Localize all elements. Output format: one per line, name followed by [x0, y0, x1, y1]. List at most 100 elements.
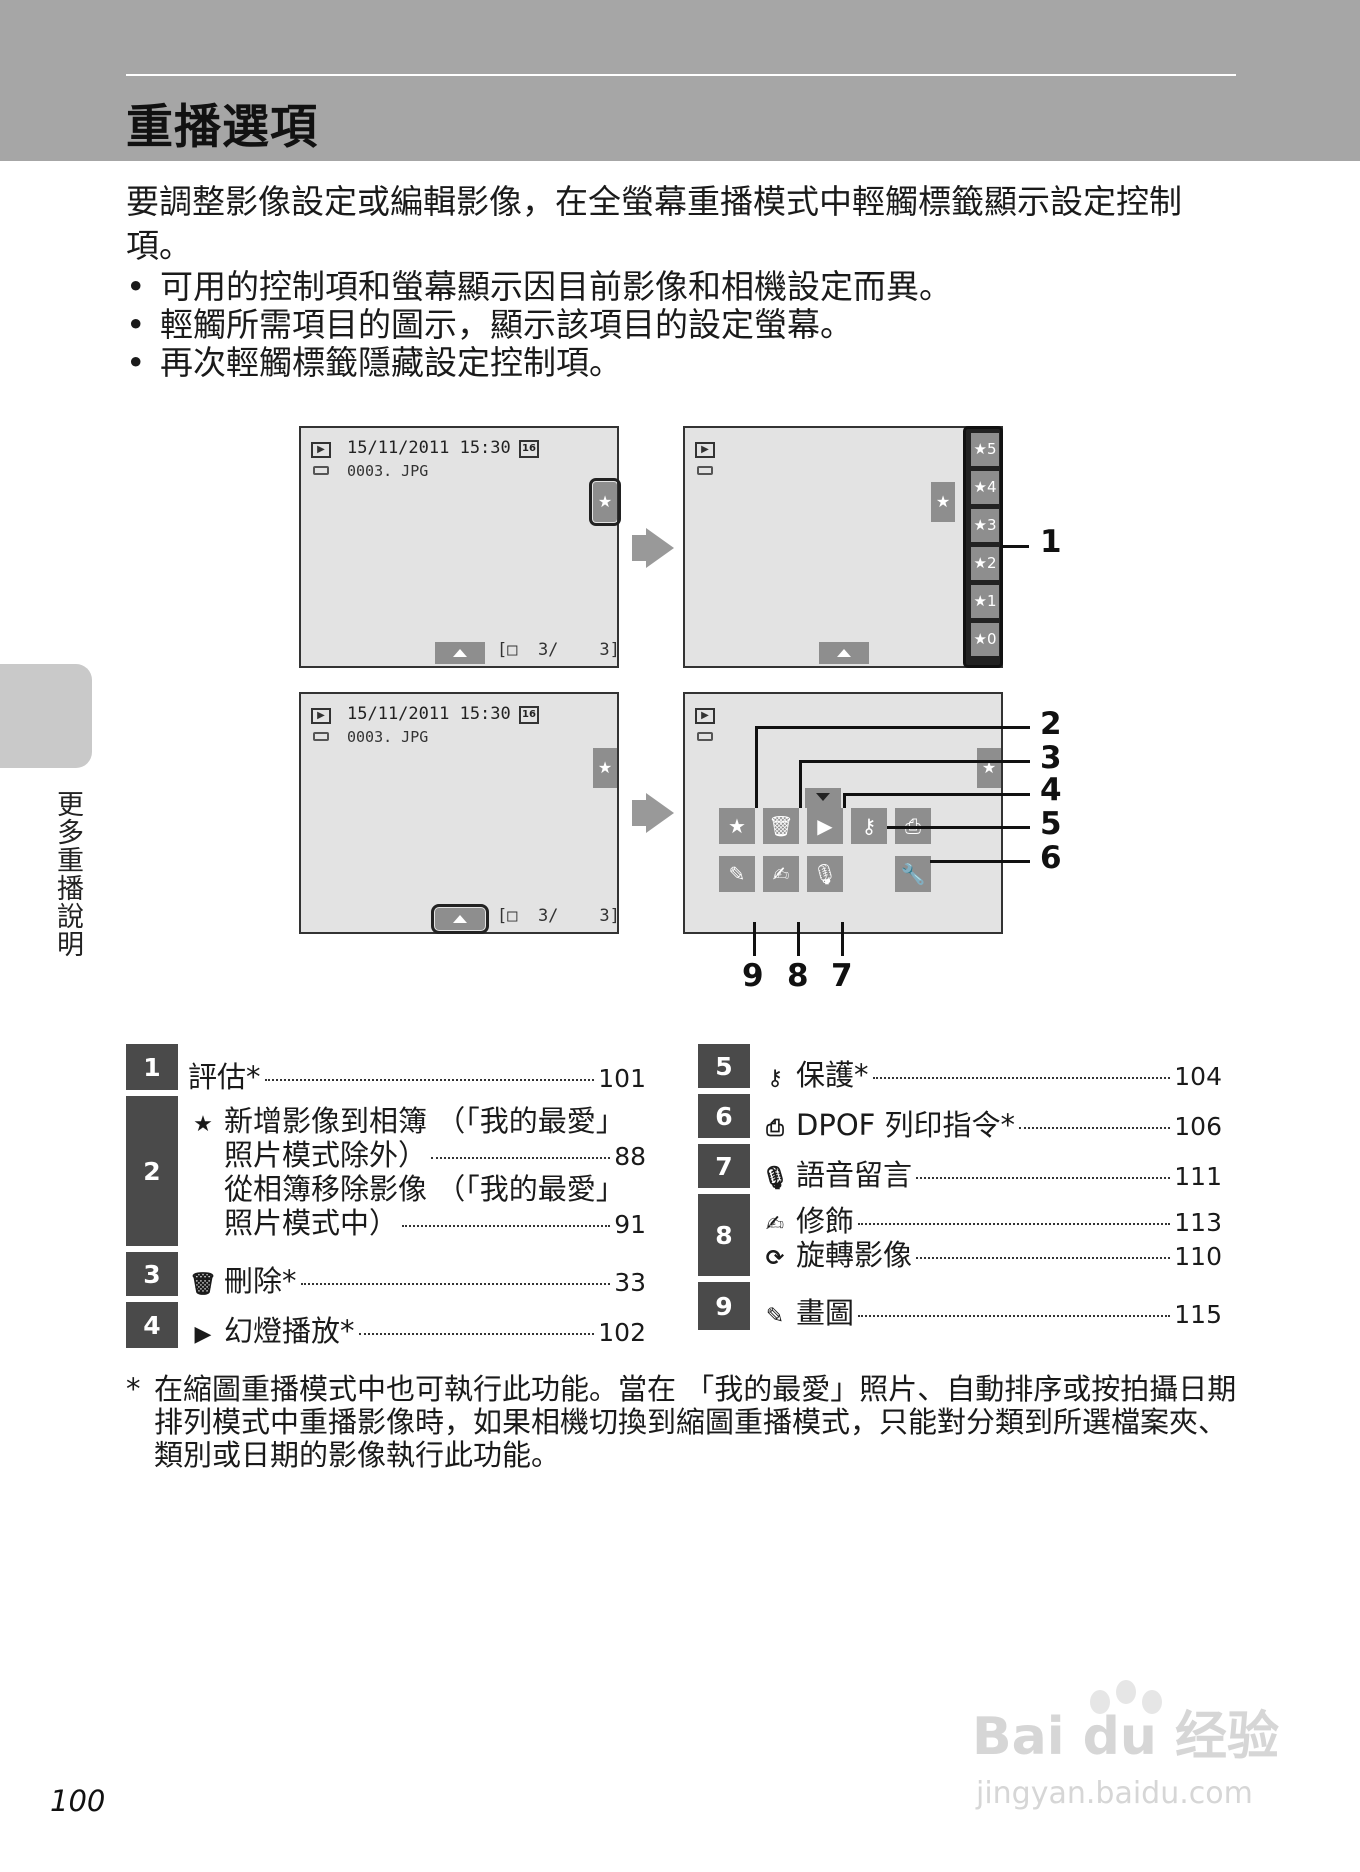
legend-line: 評估* 101	[188, 1054, 646, 1096]
legend-line: ✎ 畫圖 115	[760, 1290, 1222, 1332]
key-icon: ⚷	[766, 1066, 784, 1091]
rating-1-button[interactable]: ★1	[971, 585, 999, 618]
leader-dots	[300, 1283, 611, 1285]
mic-icon[interactable]: 🎙	[807, 856, 843, 892]
bullet-list: 可用的控制項和螢幕顯示因目前影像和相機設定而異。 輕觸所需項目的圖示，顯示該項目…	[126, 268, 1236, 383]
rating-5-button[interactable]: ★5	[971, 433, 999, 466]
slideshow-icon[interactable]: ▶	[807, 808, 843, 844]
leader-dots	[431, 1157, 611, 1159]
bullet-item: 可用的控制項和螢幕顯示因目前影像和相機設定而異。	[126, 268, 1236, 307]
callout-line	[887, 826, 1030, 829]
callout-number: 7	[831, 958, 853, 994]
callout-number: 3	[1040, 740, 1062, 776]
page-title: 重播選項	[126, 100, 318, 155]
camera-screen-fullframe-2: ▶ 15/11/2011 15:30 16 0003. JPG ★ [□ 3/ …	[299, 692, 620, 934]
header-rule	[126, 74, 1236, 76]
callout-line	[753, 922, 756, 956]
legend-row: 6 ⎙ DPOF 列印指令* 106	[698, 1094, 1222, 1142]
album-icon[interactable]: ★	[719, 808, 755, 844]
battery-icon	[697, 466, 713, 475]
legend-text: 旋轉影像	[796, 1238, 913, 1272]
rating-tab-button[interactable]: ★	[593, 748, 617, 788]
leader-dots	[402, 1225, 611, 1227]
legend-line: ▶ 幻燈播放* 102	[188, 1308, 646, 1350]
mic-icon: 🎙	[761, 1166, 789, 1191]
legend-line: ⎙ DPOF 列印指令* 106	[760, 1102, 1222, 1144]
battery-icon	[313, 732, 329, 741]
trash-icon: 🗑	[189, 1272, 217, 1297]
right-arrow-icon	[646, 528, 674, 568]
rating-0-button[interactable]: ★0	[971, 623, 999, 656]
image-size-icon: 16	[519, 706, 539, 724]
page-ref: 106	[1174, 1112, 1222, 1141]
control-tab-up-button[interactable]	[431, 904, 489, 934]
section-side-tab	[0, 664, 92, 768]
retouch-icon[interactable]: ✍	[763, 856, 799, 892]
leader-dots	[872, 1077, 1171, 1079]
legend-row: 7 🎙 語音留言 111	[698, 1144, 1222, 1192]
rating-tab-button[interactable]: ★	[589, 478, 621, 526]
page-ref: 104	[1174, 1062, 1222, 1091]
legend-row: 3 🗑 刪除* 33	[126, 1252, 646, 1298]
legend-text: 從相簿移除影像 （「我的最愛」	[224, 1172, 625, 1206]
legend-text: 照片模式除外）	[224, 1138, 428, 1172]
leader-dots	[264, 1079, 595, 1081]
paw-icon	[1090, 1690, 1110, 1714]
legend-text: 修飾	[796, 1204, 855, 1238]
baidu-watermark: Bai du 经验 jingyan.baidu.com	[972, 1680, 1292, 1820]
rating-tab-button[interactable]: ★	[931, 482, 955, 522]
callout-number: 2	[1040, 706, 1062, 742]
screen-date: 15/11/2011 15:30	[347, 438, 511, 458]
callout-number: 5	[1040, 806, 1062, 842]
battery-icon	[697, 732, 713, 741]
wrench-icon[interactable]: 🔧	[895, 856, 931, 892]
album-icon: ★	[193, 1112, 213, 1137]
rating-3-button[interactable]: ★3	[971, 509, 999, 542]
legend-number: 7	[698, 1144, 750, 1188]
legend-line: ⚷ 保護* 104	[760, 1052, 1222, 1094]
callout-number: 1	[1040, 524, 1062, 560]
rating-4-button[interactable]: ★4	[971, 471, 999, 504]
callout-line	[930, 860, 1030, 863]
rating-tab-button[interactable]: ★	[977, 748, 1001, 788]
callout-number: 6	[1040, 840, 1062, 876]
legend-text: 刪除*	[224, 1264, 297, 1298]
screen-filename: 0003. JPG	[347, 462, 429, 480]
print-icon: ⎙	[766, 1116, 784, 1141]
control-tab-down-button[interactable]	[805, 788, 841, 808]
image-size-icon: 16	[519, 440, 539, 458]
legend-number: 2	[126, 1096, 178, 1246]
watermark-url: jingyan.baidu.com	[976, 1776, 1253, 1811]
rating-2-button[interactable]: ★2	[971, 547, 999, 580]
page-ref: 113	[1174, 1208, 1222, 1237]
control-tab-up-button[interactable]	[435, 642, 485, 664]
bullet-item: 再次輕觸標籤隱藏設定控制項。	[126, 344, 1236, 383]
callout-number: 4	[1040, 772, 1062, 808]
legend-left: 1 評估* 101 2 ★ 新增影像到相簿 （「我的最愛」 照片模式除外） 88…	[126, 1044, 646, 1348]
callout-line	[843, 793, 1030, 796]
leader-dots	[858, 1223, 1171, 1225]
key-icon[interactable]: ⚷	[851, 808, 887, 844]
legend-row: 1 評估* 101	[126, 1044, 646, 1094]
screen-frame-count: [□ 3/ 3]	[497, 640, 620, 660]
legend-row: 4 ▶ 幻燈播放* 102	[126, 1302, 646, 1348]
legend-right: 5 ⚷ 保護* 104 6 ⎙ DPOF 列印指令* 106 7 🎙 語音留言 …	[698, 1044, 1222, 1330]
legend-line: ★ 新增影像到相簿 （「我的最愛」	[188, 1098, 646, 1140]
legend-line: 從相簿移除影像 （「我的最愛」	[224, 1166, 646, 1208]
leader-dots	[358, 1333, 595, 1335]
bullet-item: 輕觸所需項目的圖示，顯示該項目的設定螢幕。	[126, 306, 1236, 345]
control-tab-up-button[interactable]	[819, 642, 869, 664]
legend-number: 9	[698, 1282, 750, 1330]
camera-screen-fullframe: ▶ 15/11/2011 15:30 16 0003. JPG ★ [□ 3/ …	[299, 426, 621, 668]
paw-icon	[1142, 1690, 1162, 1714]
legend-row: 2 ★ 新增影像到相簿 （「我的最愛」 照片模式除外） 88 從相簿移除影像 （…	[126, 1096, 646, 1246]
page-ref: 111	[1174, 1162, 1222, 1191]
slideshow-icon: ▶	[194, 1322, 212, 1347]
playback-icon: ▶	[311, 708, 331, 724]
rating-column: ★5 ★4 ★3 ★2 ★1 ★0	[963, 426, 1003, 668]
trash-icon[interactable]: 🗑	[763, 808, 799, 844]
leader-dots	[916, 1257, 1171, 1259]
screen-frame-count: [□ 3/ 3]	[497, 906, 620, 926]
draw-icon[interactable]: ✎	[719, 856, 755, 892]
legend-text: 評估*	[188, 1060, 261, 1094]
